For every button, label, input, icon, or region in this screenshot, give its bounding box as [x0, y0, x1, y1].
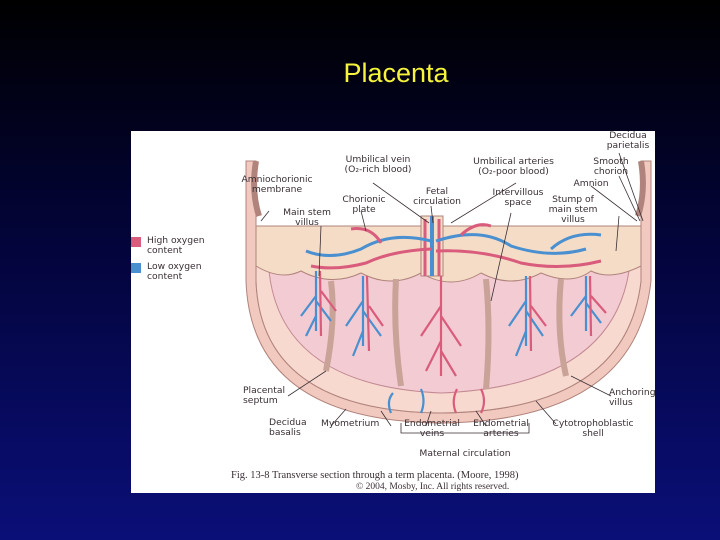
- figure-caption: Fig. 13-8 Transverse section through a t…: [231, 470, 519, 481]
- label-maternal-circulation: Maternal circulation: [403, 449, 527, 459]
- legend-label-low-oxygen: Low oxygen content: [147, 262, 217, 282]
- label-decidua-basalis: Decidua basalis: [269, 418, 319, 438]
- label-anchoring-villus: Anchoring villus: [609, 388, 655, 408]
- label-chorionic-plate: Chorionic plate: [337, 195, 391, 215]
- label-placental-septum: Placental septum: [243, 386, 303, 406]
- label-amniochorionic-membrane: Amniochorionic membrane: [235, 175, 319, 195]
- slide-title: Placenta: [0, 58, 720, 89]
- label-decidua-parietalis: Decidua parietalis: [601, 131, 655, 151]
- label-endometrial-veins: Endometrial veins: [399, 419, 465, 439]
- label-umbilical-vein: Umbilical vein (O₂-rich blood): [333, 155, 423, 175]
- label-umbilical-arteries: Umbilical arteries (O₂-poor blood): [461, 157, 566, 177]
- label-cytotrophoblastic-shell: Cytotrophoblastic shell: [541, 419, 645, 439]
- label-stump-of-main-stem-villus: Stump of main stem villus: [544, 195, 602, 225]
- label-fetal-circulation: Fetal circulation: [412, 187, 462, 207]
- figure-copyright: © 2004, Mosby, Inc. All rights reserved.: [356, 482, 509, 492]
- label-myometrium: Myometrium: [321, 419, 391, 429]
- label-smooth-chorion: Smooth chorion: [585, 157, 637, 177]
- legend-swatch-high-oxygen: [131, 237, 141, 247]
- label-endometrial-arteries: Endometrial arteries: [465, 419, 537, 439]
- label-intervillous-space: Intervillous space: [488, 188, 548, 208]
- legend-label-high-oxygen: High oxygen content: [147, 236, 217, 256]
- placenta-figure: Umbilical vein (O₂-rich blood) Umbilical…: [131, 131, 655, 493]
- label-amnion: Amnion: [567, 179, 615, 189]
- legend-swatch-low-oxygen: [131, 263, 141, 273]
- label-main-stem-villus: Main stem villus: [277, 208, 337, 228]
